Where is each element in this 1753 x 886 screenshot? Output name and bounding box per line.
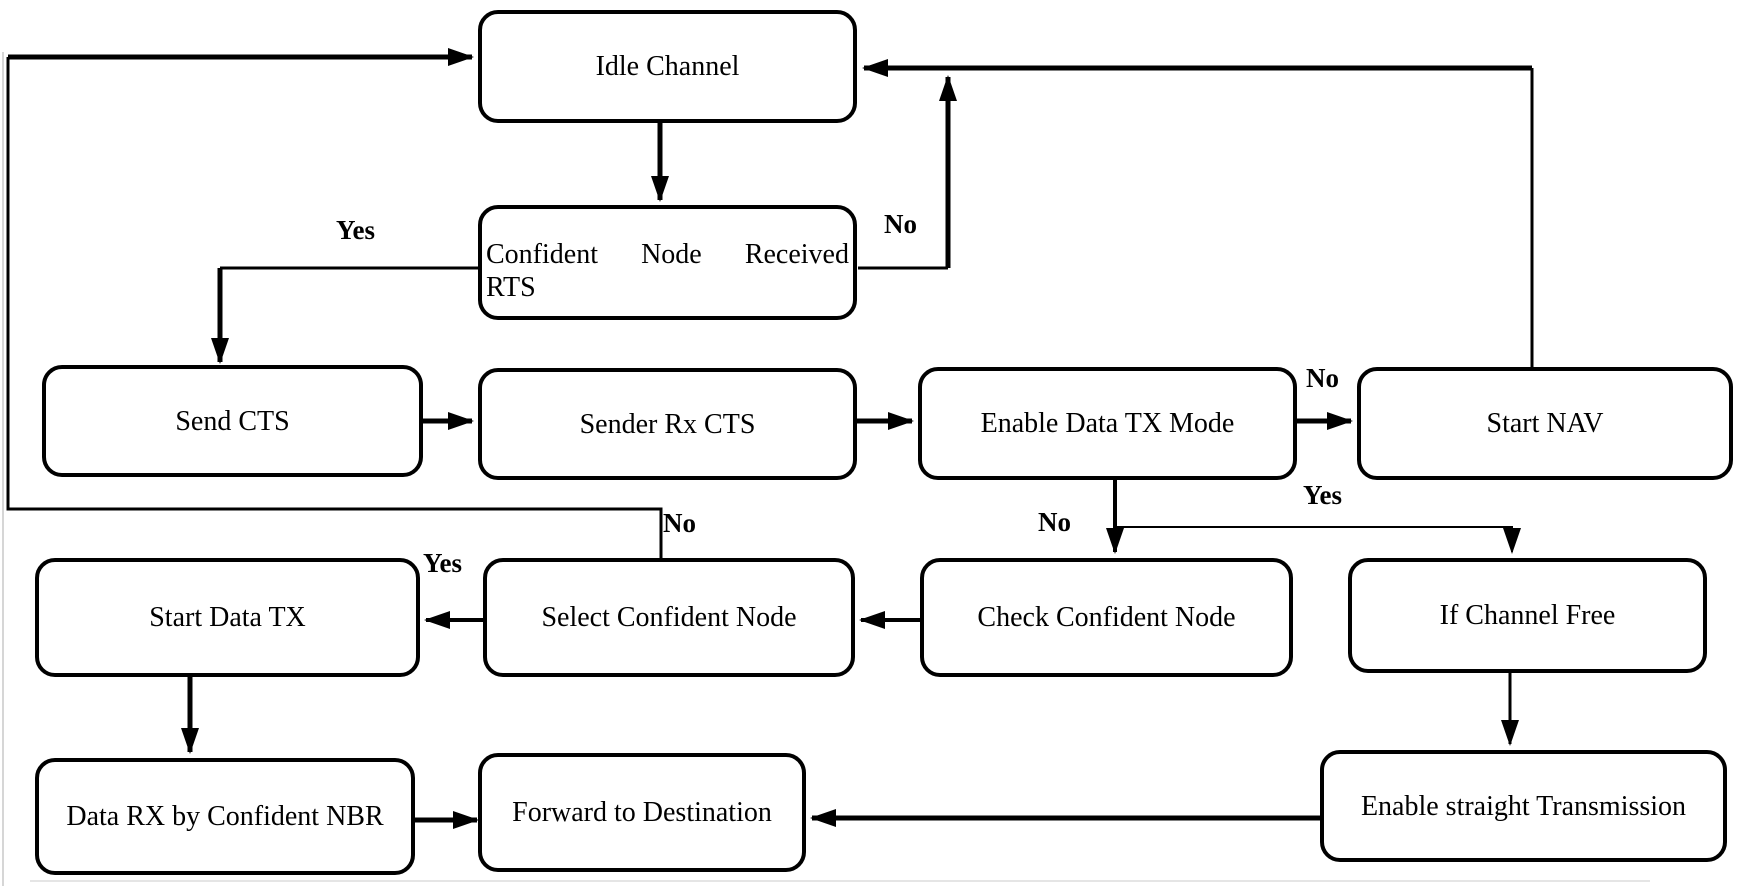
node-label-line1: Confident Node Received [486, 238, 849, 270]
node-check-confident-node: Check Confident Node [920, 558, 1293, 677]
node-label-line2: RTS [486, 271, 536, 303]
edge-label-yes-nav-free: Yes [1303, 480, 1342, 510]
node-idle-channel: Idle Channel [478, 10, 857, 123]
node-start-nav: Start NAV [1357, 367, 1733, 480]
edge-label-yes-confident-sendcts: Yes [336, 215, 375, 245]
edge-label-no-select-idle: No [663, 508, 696, 538]
node-start-data-tx: Start Data TX [35, 558, 420, 677]
node-label: If Channel Free [1439, 600, 1616, 631]
edge-label-no-enable-check: No [1038, 507, 1071, 537]
node-label: Enable straight Transmission [1360, 790, 1687, 822]
node-send-cts: Send CTS [42, 365, 423, 477]
node-confident-node-received-rts: Confident Node Received RTS [478, 205, 857, 320]
node-label: Sender Rx CTS [579, 408, 756, 440]
node-label: Data RX by Confident NBR [66, 801, 384, 832]
node-label: Send CTS [175, 405, 290, 437]
node-sender-rx-cts: Sender Rx CTS [478, 368, 857, 480]
node-label: Forward to Destination [512, 797, 772, 828]
node-label: Idle Channel [595, 51, 740, 82]
edge-select-no-return-line [6, 57, 663, 558]
node-if-channel-free: If Channel Free [1348, 558, 1707, 673]
node-forward-to-destination: Forward to Destination [478, 753, 806, 872]
edge-nav-yes-to-free-arrow [1115, 526, 1521, 554]
node-data-rx-by-confident-nbr: Data RX by Confident NBR [35, 758, 415, 875]
node-label: Check Confident Node [977, 602, 1236, 633]
node-enable-straight-transmission: Enable straight Transmission [1320, 750, 1727, 862]
edge-label-no-confident-idle: No [884, 209, 917, 239]
node-label: Start NAV [1486, 408, 1604, 439]
node-label: Enable Data TX Mode [980, 408, 1235, 439]
node-enable-data-tx-mode: Enable Data TX Mode [918, 367, 1297, 480]
scan-artifact-bottom-line [30, 880, 1650, 882]
scan-artifact-left-line [2, 52, 4, 886]
node-label: Start Data TX [149, 602, 306, 633]
edge-label-no-enable-nav: No [1306, 363, 1339, 393]
node-select-confident-node: Select Confident Node [483, 558, 855, 677]
edge-label-yes-select-startdata: Yes [423, 548, 462, 578]
node-label: Select Confident Node [541, 602, 797, 633]
